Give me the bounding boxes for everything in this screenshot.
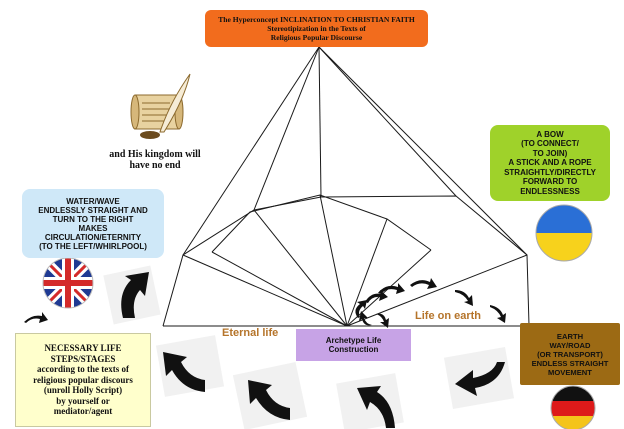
bow-line: (TO CONNECT/ — [521, 139, 579, 149]
earth-line: WAY/ROAD — [549, 340, 591, 350]
curved-arrow-icon — [376, 313, 389, 328]
pyramid-outline — [162, 195, 530, 327]
curved-arrow-icon — [365, 290, 388, 303]
arrow-bg — [155, 335, 225, 397]
curved-arrow-icon — [359, 311, 372, 326]
necessary-life-steps-box: NECESSARY LIFE STEPS/STAGES according to… — [15, 333, 151, 427]
curved-arrow-icon — [248, 380, 290, 420]
kingdom-line: have no end — [129, 160, 181, 171]
curved-arrow-icon — [410, 278, 437, 289]
curved-arrow-icon — [357, 386, 395, 428]
apex-ray — [318, 46, 457, 197]
apex-ray — [182, 46, 320, 256]
steps-line: religious popular discours — [33, 374, 133, 385]
curved-arrow-icon — [355, 300, 367, 318]
kingdom-caption: and His kingdom will have no end — [100, 149, 210, 171]
archetype-line: Archetype Life — [325, 335, 382, 345]
title-line: The Hyperconcept INCLINATION TO CHRISTIA… — [218, 15, 415, 24]
water-line: MAKES — [78, 223, 108, 233]
curved-arrow-icon — [455, 362, 505, 396]
water-line: TURN TO THE RIGHT — [52, 214, 134, 224]
bow-line: TO JOIN) — [532, 148, 568, 158]
arrow-cluster — [24, 278, 506, 328]
bow-line: A STICK AND A ROPE — [508, 158, 592, 168]
water-line: ENDLESSLY STRAIGHT AND — [38, 205, 148, 215]
steps-line: STEPS/STAGES — [50, 353, 116, 364]
earth-concept-box: EARTH WAY/ROAD (OR TRANSPORT) ENDLESS ST… — [520, 323, 620, 385]
base-ray — [211, 251, 348, 327]
curved-arrow-icon — [455, 290, 473, 306]
hyperconcept-title-box: The Hyperconcept INCLINATION TO CHRISTIA… — [205, 10, 428, 47]
water-line: CIRCULATION/ETERNITY — [44, 232, 142, 242]
base-ray — [182, 254, 348, 327]
arrow-bg — [232, 361, 308, 429]
curved-arrow-icon — [121, 272, 149, 318]
water-line: (TO THE LEFT/WHIRLPOOL) — [39, 241, 147, 251]
ukraine-flag-icon — [535, 204, 593, 262]
large-arrows — [103, 265, 515, 429]
apex-ray — [318, 46, 528, 256]
bow-concept-box: A BOW (TO CONNECT/ TO JOIN) A STICK AND … — [490, 125, 610, 201]
earth-line: EARTH — [556, 331, 584, 341]
life-on-earth-label: Life on earth — [415, 310, 482, 322]
kingdom-line: and His kingdom will — [109, 149, 201, 160]
water-concept-box: WATER/WAVE ENDLESSLY STRAIGHT AND TURN T… — [22, 189, 164, 258]
steps-line: mediator/agent — [53, 406, 113, 417]
bow-line: FORWARD TO — [522, 177, 578, 187]
earth-line: (OR TRANSPORT) — [537, 349, 603, 359]
apex-ray — [318, 46, 322, 198]
apex-ray — [253, 46, 320, 211]
base-ray — [346, 218, 388, 327]
germany-flag-icon — [550, 385, 596, 429]
bow-line: STRAIGHTLY/DIRECTLY — [504, 167, 596, 177]
archetype-life-construction-box: Archetype Life Construction — [296, 329, 411, 361]
title-line: Religious Popular Discourse — [270, 33, 363, 42]
earth-line: ENDLESS STRAIGHT — [531, 358, 609, 368]
steps-line: (unroll Holly Script) — [43, 385, 123, 396]
bow-line: ENDLESSNESS — [520, 186, 580, 196]
base-ray — [253, 209, 348, 327]
bow-line: A BOW — [536, 130, 564, 140]
archetype-line: Construction — [328, 345, 379, 354]
curved-arrow-icon — [163, 352, 205, 392]
curved-arrow-icon — [378, 283, 405, 294]
uk-flag-icon — [42, 257, 94, 309]
curved-arrow-icon — [490, 305, 506, 323]
earth-line: MOVEMENT — [548, 367, 592, 377]
eternal-life-label: Eternal life — [222, 327, 279, 339]
water-line: WATER/WAVE — [66, 196, 120, 206]
steps-line: according to the texts of — [37, 364, 129, 375]
base-ray — [319, 194, 348, 327]
curved-arrow-icon — [24, 312, 48, 323]
scroll-quill-icon — [130, 73, 191, 139]
title-line: Stereotipization in the Texts of — [267, 24, 366, 33]
steps-line: NECESSARY LIFE — [44, 343, 122, 354]
steps-line: by yourself or — [56, 395, 110, 406]
